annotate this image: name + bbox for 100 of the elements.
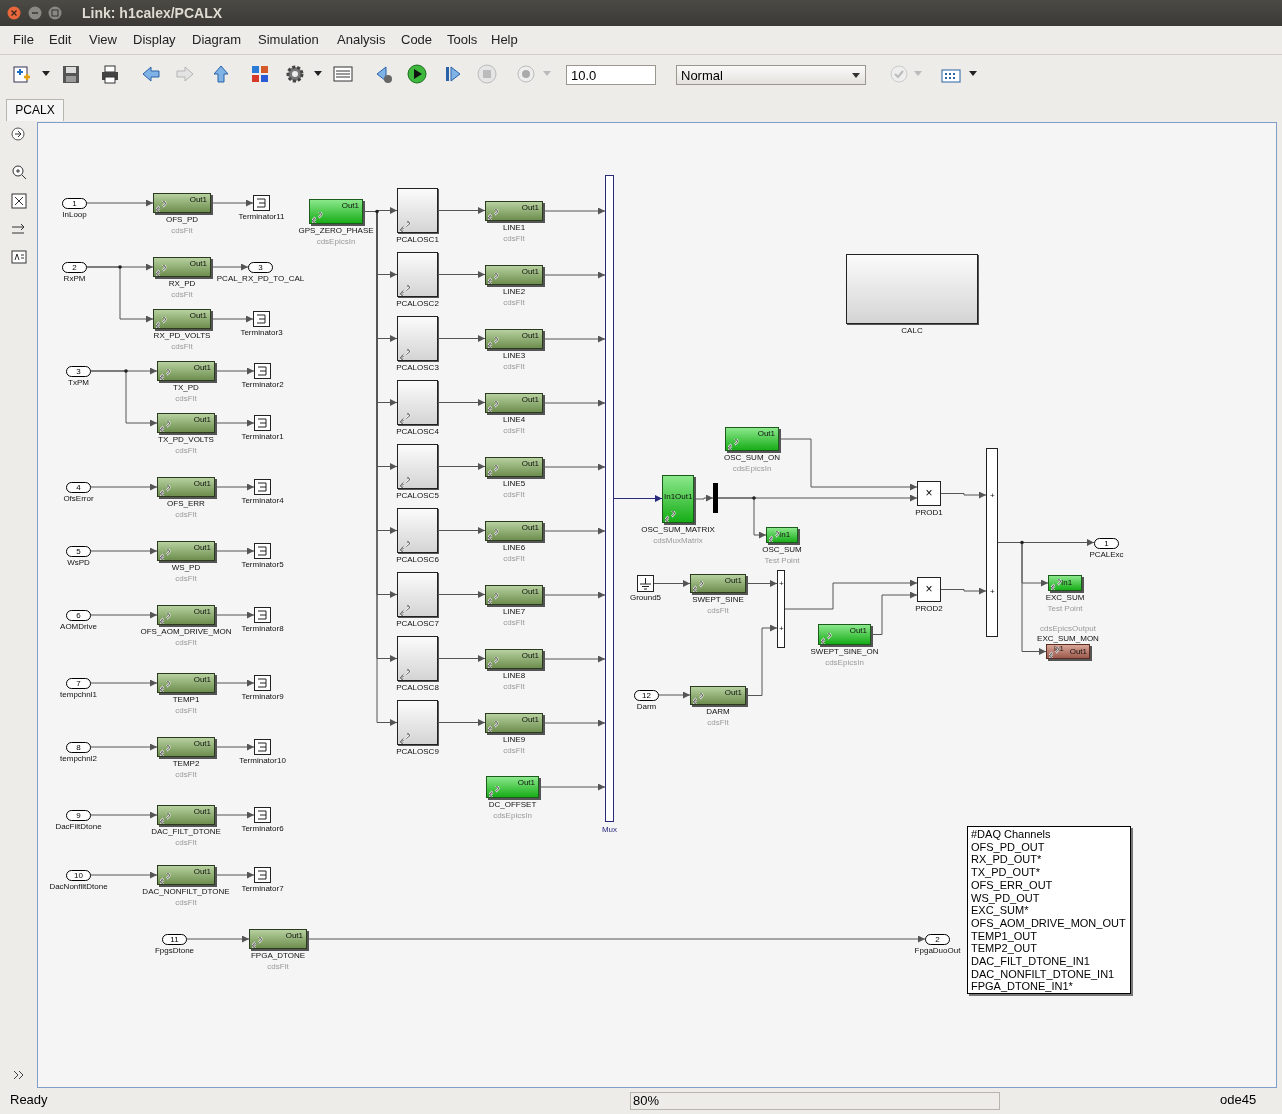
library-name: cdsEpicsIn — [732, 464, 772, 473]
library-name: cdsEpicsIn — [493, 811, 532, 820]
port-block: 1 — [62, 197, 87, 209]
arrow — [437, 399, 486, 406]
menu-item: Simulation — [258, 32, 319, 47]
block-name: LINE9 — [502, 735, 526, 744]
block-name: SWEPT_SINE_ON — [810, 647, 879, 656]
arrow — [437, 463, 486, 470]
block-name: TxPM — [68, 377, 89, 387]
arrow — [90, 811, 158, 819]
note-line: TEMP1_OUT — [971, 929, 1038, 943]
library-name: cdsFlt — [175, 706, 197, 715]
arrow — [214, 419, 255, 427]
block-name: CALC — [901, 326, 923, 335]
arrow — [214, 679, 255, 687]
tab: PCALX — [6, 99, 64, 121]
block-name: TX_PD_VOLTS — [158, 435, 214, 444]
status-text: Ready — [10, 1092, 48, 1107]
block-name: Terminator10 — [239, 756, 286, 765]
menu-item: Tools — [447, 32, 478, 47]
port-label: Out1 — [521, 715, 539, 724]
block-name: LINE2 — [502, 287, 526, 296]
block-name: PCALExc — [1089, 549, 1124, 559]
block-name: Darm — [636, 701, 657, 711]
arrow — [745, 580, 778, 587]
arrow — [658, 691, 691, 699]
block-name: Terminator11 — [238, 212, 285, 221]
sign-label: + — [779, 579, 784, 588]
port-label: Out1 — [724, 576, 742, 585]
port-label: Out1 — [193, 363, 211, 372]
block-name: Terminator9 — [241, 692, 284, 701]
block-name: PCALOSC9 — [396, 747, 439, 756]
arrow — [778, 438, 918, 491]
block-name: LINE8 — [502, 671, 526, 680]
port-label: Out1 — [521, 651, 539, 660]
port-block: 2 — [62, 261, 87, 273]
block-name: SWEPT_SINE — [692, 595, 744, 604]
block-name: DAC_FILT_DTONE — [151, 827, 221, 836]
product-block: × — [917, 481, 941, 506]
arrow — [86, 266, 154, 323]
arrow — [542, 591, 606, 599]
arrow — [940, 491, 987, 499]
arrow — [437, 655, 486, 662]
port-label: Out1 — [757, 429, 775, 438]
block-name: OSC_SUM_ON — [724, 453, 780, 462]
block-name: LINE5 — [502, 479, 526, 488]
note-line: #DAQ Channels — [971, 828, 1052, 841]
library-name: cdsFlt — [171, 342, 193, 351]
block-name: OSC_SUM_MATRIX — [641, 525, 715, 534]
block-name: TX_PD — [173, 383, 199, 392]
arrow — [306, 935, 926, 943]
library-name: cdsFlt — [503, 490, 525, 499]
arrow — [717, 497, 767, 539]
block-name: Terminator1 — [241, 432, 284, 441]
library-name: cdsFlt — [175, 394, 197, 403]
block-name: Terminator5 — [241, 560, 284, 569]
block-name: Ground5 — [629, 593, 662, 602]
arrow — [538, 783, 606, 791]
port-label: Out1 — [724, 688, 742, 697]
library-name: Test Point — [764, 556, 800, 565]
block-name: EXC_SUM — [1045, 593, 1085, 602]
arrow — [784, 579, 918, 610]
port-label: Out1 — [189, 311, 207, 320]
arrow — [437, 527, 486, 534]
note-line: TEMP2_OUT — [971, 942, 1038, 956]
note-line: WS_PD_OUT — [971, 891, 1041, 905]
arrow — [870, 591, 918, 635]
block-name: GPS_ZERO_PHASE — [298, 226, 374, 235]
port-label: Out1 — [193, 543, 211, 552]
arrow — [542, 207, 606, 215]
library-name: cdsEpicsIn — [316, 237, 356, 246]
menu-item: Code — [401, 32, 433, 47]
block-name: PCAL_RX_PD_TO_CAL — [216, 273, 305, 283]
port-label: Out1 — [193, 607, 211, 616]
block-name: TEMP1 — [172, 695, 200, 704]
window-title: Link: h1calex/PCALX — [82, 5, 223, 21]
solver-name: ode45 — [1220, 1092, 1257, 1107]
block-name: LINE7 — [502, 607, 526, 616]
port-label: Out1 — [521, 523, 539, 532]
sign-label: + — [990, 587, 995, 596]
arrow — [214, 811, 255, 819]
port-block: 9 — [66, 809, 91, 821]
port-label: Out1 — [521, 203, 539, 212]
block-name: DacFiltDtone — [55, 821, 102, 831]
block-name: OSC_SUM — [762, 545, 802, 554]
arrow — [90, 679, 158, 687]
port-label: Out1 — [521, 587, 539, 596]
port-label: Out1 — [1069, 647, 1087, 656]
port-block: 12 — [634, 689, 659, 701]
block-name: FpgaDuoOut — [914, 945, 961, 955]
library-name: cdsFlt — [175, 770, 197, 779]
sign-label: + — [779, 624, 784, 633]
library-name: cdsEpicsIn — [825, 658, 864, 667]
note-line: OFS_AOM_DRIVE_MON_OUT — [971, 916, 1127, 930]
block-name: Terminator7 — [241, 884, 284, 893]
port-label: Out1 — [193, 415, 211, 424]
note-line: DAC_NONFILT_DTONE_IN1 — [971, 967, 1116, 981]
block-name: OFS_ERR — [167, 499, 205, 508]
library-name: cdsMuxMatrix — [653, 536, 703, 545]
arrow — [437, 591, 486, 598]
